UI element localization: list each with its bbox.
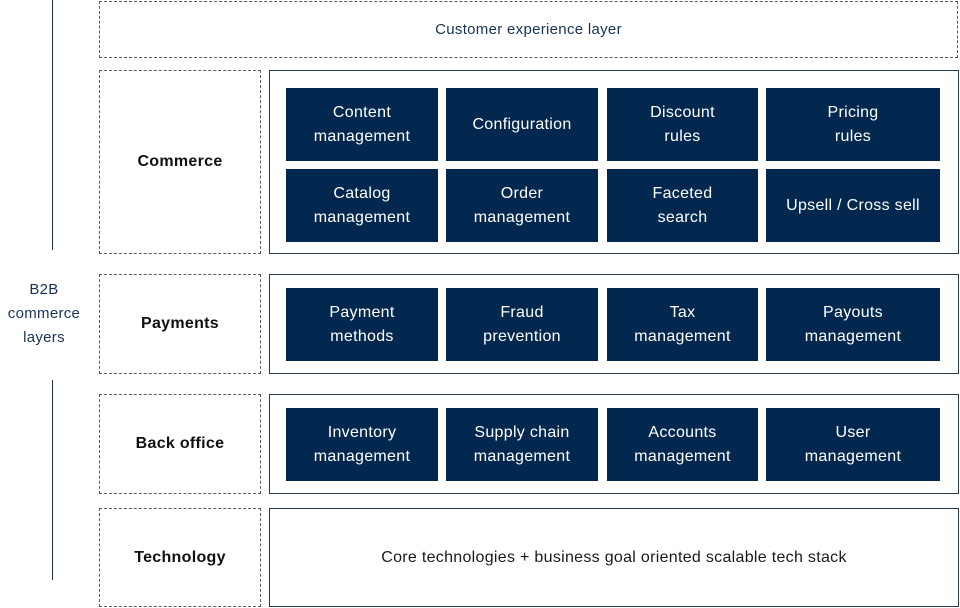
commerce-panel <box>269 70 959 254</box>
fraud-prevention-box: Fraud prevention <box>446 288 598 361</box>
order-management-box: Order management <box>446 169 598 242</box>
accounts-management-box: Accounts management <box>607 408 758 481</box>
payments-label: Payments <box>141 315 219 332</box>
axis-line-bottom <box>52 380 53 580</box>
upsell-cross-sell-box: Upsell / Cross sell <box>766 169 940 242</box>
axis-line-top <box>52 0 53 250</box>
payments-panel <box>269 274 959 374</box>
discount-rules-box: Discount rules <box>607 88 758 161</box>
customer-experience-label: Customer experience layer <box>435 21 622 38</box>
content-management-box: Content management <box>286 88 438 161</box>
b2b-commerce-layers-label: B2B commerce layers <box>7 281 81 346</box>
technology-panel: Core technologies + business goal orient… <box>269 508 959 607</box>
configuration-box: Configuration <box>446 88 598 161</box>
payment-methods-box: Payment methods <box>286 288 438 361</box>
payouts-management-box: Payouts management <box>766 288 940 361</box>
technology-label: Technology <box>134 548 226 566</box>
back-office-layer-label-box: Back office <box>99 394 261 494</box>
faceted-search-box: Faceted search <box>607 169 758 242</box>
commerce-layer-label-box: Commerce <box>99 70 261 254</box>
supply-chain-management-box: Supply chain management <box>446 408 598 481</box>
user-management-box: User management <box>766 408 940 481</box>
technology-description: Core technologies + business goal orient… <box>381 548 847 566</box>
customer-experience-layer: Customer experience layer <box>99 1 958 58</box>
tax-management-box: Tax management <box>607 288 758 361</box>
inventory-management-box: Inventory management <box>286 408 438 481</box>
commerce-label: Commerce <box>137 153 223 170</box>
back-office-panel <box>269 394 959 494</box>
payments-layer-label-box: Payments <box>99 274 261 374</box>
catalog-management-box: Catalog management <box>286 169 438 242</box>
pricing-rules-box: Pricing rules <box>766 88 940 161</box>
back-office-label: Back office <box>135 435 225 452</box>
technology-layer-label-box: Technology <box>99 508 261 607</box>
